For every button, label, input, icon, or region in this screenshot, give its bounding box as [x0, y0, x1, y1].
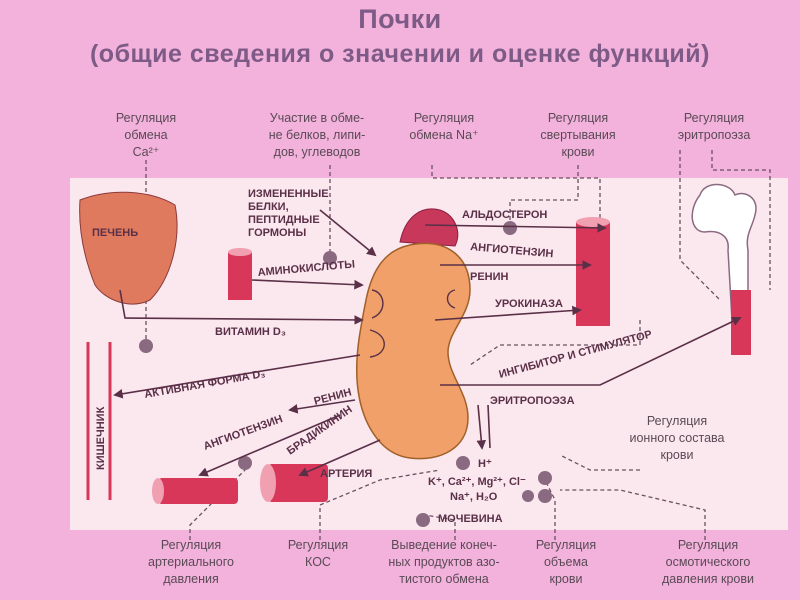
- dot-ca: [139, 339, 153, 353]
- caption-excretion: Выведение конеч-ных продуктов азо-тистог…: [388, 538, 500, 586]
- label-renin-top: РЕНИН: [470, 271, 509, 283]
- dash-ion: [559, 454, 640, 471]
- label-amino: АМИНОКИСЛОТЫ: [257, 259, 355, 279]
- arrow-proteins: [319, 209, 377, 257]
- dash-erythro-2: [679, 150, 721, 301]
- arrow-urokinase: [434, 305, 582, 321]
- liver-shape: [79, 191, 178, 305]
- dot-proteins: [323, 251, 337, 265]
- title-line-1: Почки: [358, 4, 442, 34]
- arrow-liver-vitamin: [119, 289, 364, 325]
- bone-shape: [691, 183, 757, 321]
- dash-erythro: [711, 150, 771, 290]
- dash-kos: [319, 469, 441, 540]
- amino-acid-tube: [228, 248, 252, 300]
- label-inhibitor: ИНГИБИТОР И СТИМУЛЯТОР: [498, 328, 654, 380]
- arrow-aldosterone: [424, 223, 607, 233]
- label-urea: МОЧЕВИНА: [438, 513, 503, 525]
- label-altered-3: ПЕПТИДНЫЕ: [248, 214, 320, 226]
- dot-excretion-1: [456, 456, 470, 470]
- bone-marrow: [731, 290, 751, 355]
- arrow-angiotensin-low: [198, 414, 341, 477]
- label-erythropoiesis: ЭРИТРОПОЭЗА: [490, 395, 575, 407]
- arrow-amino: [251, 279, 364, 290]
- label-altered-2: БЕЛКИ,: [248, 201, 289, 213]
- arrow-excretion: [476, 404, 487, 450]
- dash-clotting: [509, 165, 579, 225]
- label-ions-2: Na⁺, H₂O: [450, 491, 498, 503]
- kidney-shape: [355, 242, 471, 460]
- label-ions-1: K⁺, Ca²⁺, Mg²⁺, Cl⁻: [428, 476, 526, 488]
- dash-osmotic: [560, 489, 706, 540]
- dash-pressure: [189, 460, 246, 540]
- label-active-d: АКТИВНАЯ ФОРМА D₃: [143, 368, 266, 401]
- label-altered-4: ГОРМОНЫ: [248, 227, 307, 239]
- intestine-shape: [86, 342, 112, 500]
- ureter-line: [487, 404, 491, 449]
- arrow-bradykinin: [298, 439, 381, 477]
- label-bradykinin: БРАДИКИНИН: [285, 404, 355, 458]
- dot-pressure: [238, 456, 252, 470]
- dash-volume: [544, 479, 556, 540]
- dot-volume-1: [538, 489, 552, 503]
- label-h-ion: H⁺: [478, 458, 492, 470]
- artery-1: [152, 478, 238, 504]
- dot-excretion-2: [416, 513, 430, 527]
- label-angiotensin-low: АНГИОТЕНЗИН: [202, 413, 284, 453]
- dot-ion: [538, 471, 552, 485]
- dash-na: [431, 165, 601, 225]
- label-aldosterone: АЛЬДОСТЕРОН: [462, 209, 547, 221]
- label-altered-1: ИЗМЕНЕННЫЕ: [248, 188, 329, 200]
- label-angiotensin-top: АНГИОТЕНЗИН: [470, 241, 554, 260]
- dash-bone: [469, 320, 641, 366]
- clotting-tube: [576, 217, 610, 326]
- dot-clotting: [503, 221, 517, 235]
- title-line-2: (общие сведения о значении и оценке функ…: [89, 40, 710, 68]
- label-intestine: КИШЕЧНИК: [95, 406, 107, 470]
- artery-2: [260, 464, 328, 502]
- adrenal-gland: [399, 208, 459, 247]
- arrow-active-d: [113, 354, 361, 399]
- arrow-renin-low: [288, 399, 356, 414]
- arrow-erythro: [440, 316, 742, 386]
- dot-volume-2: [522, 490, 534, 502]
- caption-metabolism: Участие в обме-не белков, липи-дов, угле…: [268, 111, 366, 159]
- label-vitamin-d: ВИТАМИН D₃: [215, 326, 286, 338]
- label-liver: ПЕЧЕНЬ: [92, 227, 138, 239]
- label-artery: АРТЕРИЯ: [320, 468, 372, 480]
- label-urokinase: УРОКИНАЗА: [495, 298, 563, 310]
